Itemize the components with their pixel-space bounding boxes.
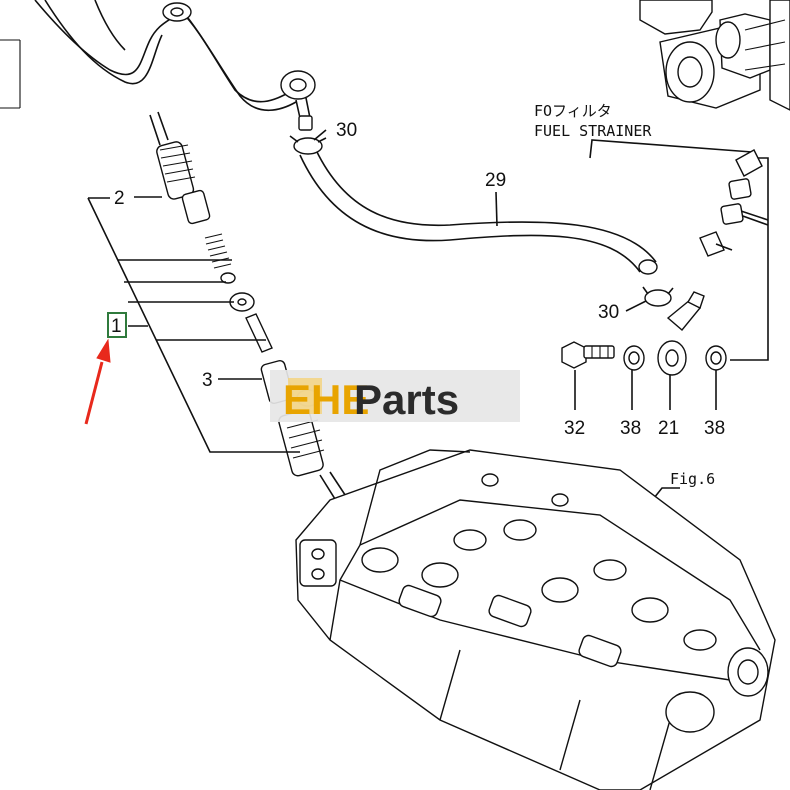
copper-washer-right bbox=[705, 345, 727, 371]
callout-32: 32 bbox=[564, 418, 585, 439]
callout-29: 29 bbox=[485, 170, 506, 191]
eye-joint bbox=[657, 340, 687, 376]
callout-30-upper: 30 bbox=[336, 120, 357, 141]
red-annotation-arrow bbox=[84, 338, 111, 425]
callout-21: 21 bbox=[658, 418, 679, 439]
callout-1-box: 1 bbox=[107, 312, 127, 338]
elbow-joint bbox=[666, 291, 705, 331]
watermark-brand-a: EHE bbox=[283, 376, 369, 423]
fuel-strainer-label-en: FUEL STRAINER bbox=[534, 122, 652, 140]
ehe-parts-watermark: EHE Parts bbox=[270, 370, 520, 423]
watermark-brand-b: Parts bbox=[354, 376, 459, 423]
banjo-bolt bbox=[561, 341, 615, 369]
table-edge-fragment bbox=[0, 39, 21, 109]
leak-off-hose bbox=[299, 149, 658, 275]
strainer-fittings bbox=[699, 149, 763, 257]
callout-3: 3 bbox=[202, 370, 213, 391]
callout-38-right: 38 bbox=[704, 418, 725, 439]
callout-1: 1 bbox=[111, 316, 122, 337]
assembly-bracket bbox=[87, 197, 300, 453]
hose-clamp-lower bbox=[642, 286, 674, 307]
fuel-strainer-assembly bbox=[639, 0, 790, 111]
fuel-pipe-top bbox=[34, 0, 316, 131]
fuel-strainer-label-jp: FOフィルタ bbox=[534, 102, 612, 120]
injector-stack bbox=[149, 111, 362, 525]
callout-38-left: 38 bbox=[620, 418, 641, 439]
fig-reference: Fig.6 bbox=[670, 470, 715, 488]
callout-2: 2 bbox=[114, 188, 125, 209]
cylinder-head bbox=[295, 449, 776, 790]
copper-washer-left bbox=[623, 345, 645, 371]
callout-30-lower: 30 bbox=[598, 302, 619, 323]
hose-clamp-upper bbox=[289, 135, 327, 155]
